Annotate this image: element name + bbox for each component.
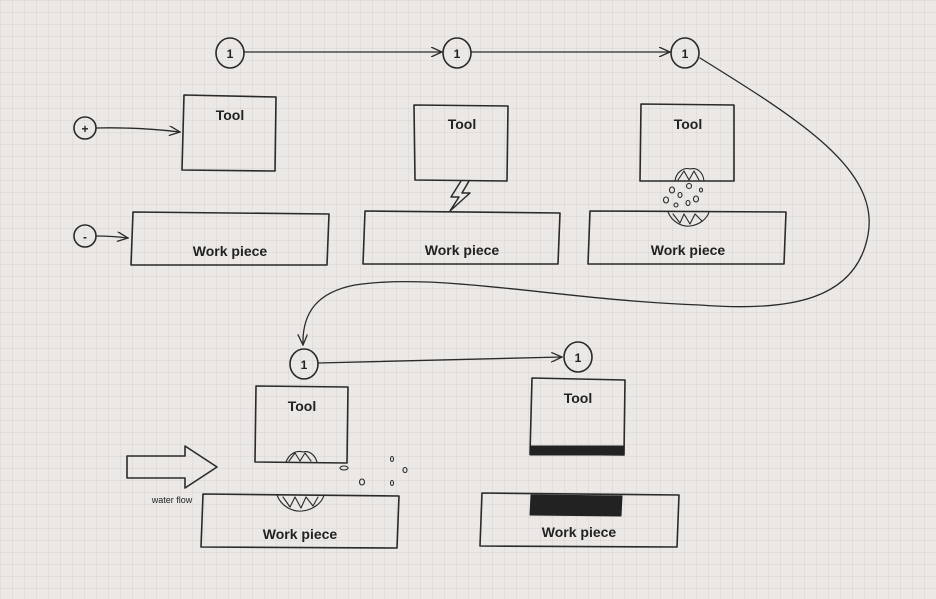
workpiece-label: Work piece xyxy=(542,524,617,540)
step-marker-2-label: 1 xyxy=(454,47,461,61)
step-marker-3-label: 1 xyxy=(682,47,689,61)
minus-symbol: - xyxy=(83,230,87,244)
connector-curve-3-4 xyxy=(303,57,870,345)
plus-symbol: + xyxy=(81,122,88,136)
connector-arrow-4-5 xyxy=(317,357,562,364)
plus-terminal: + xyxy=(73,116,97,140)
stage-2: Tool Work piece xyxy=(362,104,561,265)
step-marker-4: 1 xyxy=(289,348,319,380)
step-marker-1: 1 xyxy=(215,37,245,69)
minus-terminal: - xyxy=(73,224,97,248)
step-marker-5: 1 xyxy=(563,341,593,373)
plus-arrow xyxy=(95,128,180,132)
tool-label: Tool xyxy=(564,390,593,406)
stage-4: Tool water flow Work piece xyxy=(126,385,408,549)
tool-box xyxy=(413,104,509,182)
workpiece-label: Work piece xyxy=(651,242,726,258)
water-flow-arrow xyxy=(126,445,218,489)
workpiece-crater-scribble xyxy=(667,211,710,227)
water-flow-label: water flow xyxy=(151,495,193,505)
tool-box xyxy=(181,94,277,172)
workpiece-box xyxy=(130,211,330,266)
workpiece-box xyxy=(200,493,400,549)
tool-label: Tool xyxy=(674,116,703,132)
debris-particles xyxy=(662,182,704,208)
debris-particles xyxy=(339,455,408,487)
workpiece-crater-scribble xyxy=(276,494,325,512)
workpiece-cavity xyxy=(529,494,623,517)
step-marker-3: 1 xyxy=(670,37,700,69)
workpiece-box xyxy=(362,210,561,265)
workpiece-label: Work piece xyxy=(425,242,500,258)
stage-3: Tool Work piece xyxy=(587,103,787,265)
stage-1: Tool Work piece xyxy=(130,94,330,266)
workpiece-label: Work piece xyxy=(193,243,268,259)
step-marker-4-label: 1 xyxy=(301,358,308,372)
tool-erosion-scribble xyxy=(674,168,705,182)
step-marker-1-label: 1 xyxy=(227,47,234,61)
workpiece-box xyxy=(479,492,680,548)
tool-label: Tool xyxy=(288,398,317,414)
step-marker-5-label: 1 xyxy=(575,351,582,365)
stage-5: Tool Work piece xyxy=(479,377,680,548)
step-marker-2: 1 xyxy=(442,37,472,69)
tool-label: Tool xyxy=(448,116,477,132)
tool-erosion-scribble xyxy=(285,450,318,463)
minus-arrow xyxy=(95,236,128,238)
tool-box xyxy=(639,103,735,182)
tool-label: Tool xyxy=(216,107,245,123)
tool-worn-band xyxy=(529,445,625,456)
tool-box xyxy=(254,385,349,464)
workpiece-label: Work piece xyxy=(263,526,338,542)
spark-icon xyxy=(449,180,471,212)
workpiece-box xyxy=(587,210,787,265)
